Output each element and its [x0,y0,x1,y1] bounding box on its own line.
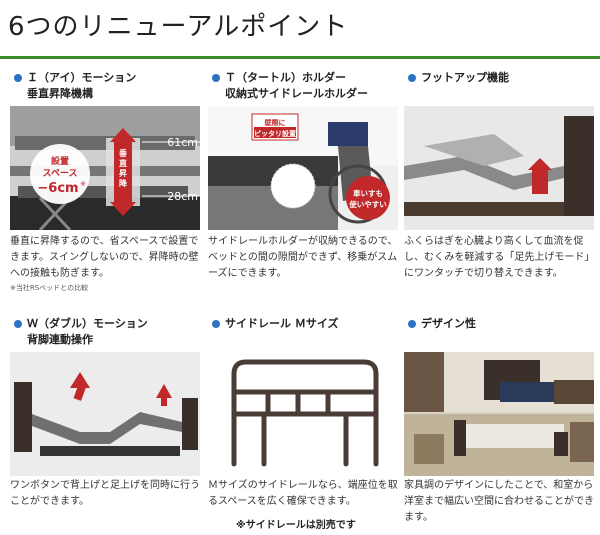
bullet-icon [212,74,220,82]
feature-description: ふくらはぎを心臓より高くして血流を促し、むくみを軽減する「足先上げモード」にワン… [404,236,590,279]
arrow-label-2: 直 [119,158,127,168]
space-label-1: 設置 [51,155,69,167]
feature-card-design: デザイン性 [404,316,594,332]
feature-card-w-motion: Ｗ（ダブル）モーション 背脚連動操作 [10,316,200,348]
feature-heading: フットアップ機能 [404,70,594,86]
space-value-mark: ※ [80,180,86,188]
footer-note: ※サイドレールは別売です [236,520,356,531]
photo-foot-up [404,106,594,230]
page-title: 6つのリニューアルポイント [8,12,349,42]
feature-title: サイドレール Ｍサイズ [225,317,339,330]
arrow-label-1: 垂 [119,148,127,158]
vertical-lift-illustration: 垂 直 昇 降 61cm 28cm 設置 スペース −6cm ※ [10,106,200,230]
feature-heading: デザイン性 [404,316,594,332]
photo-w-motion [10,352,200,476]
photo-side-rail-m [208,352,398,476]
bullet-icon [14,320,22,328]
feature-description: Ｍサイズのサイドレールなら、端座位を取るスペースを広く確保できます。 [208,480,398,507]
bullet-icon [408,320,416,328]
feature-footnote: ※当社RSベッドとの比較 [10,284,89,292]
photo-side-rail-holder: 壁際に ピッタリ設置 車いすも 使いやすい [208,106,398,230]
feature-heading: Ｔ（タートル）ホルダー 収納式サイドレールホルダー [208,70,398,102]
feature-title: Ｉ（アイ）モーション [27,71,137,84]
arrow-label-3: 昇 [119,168,127,178]
design-room-illustration [404,352,594,476]
feature-heading: サイドレール Ｍサイズ [208,316,398,332]
side-rail-illustration [208,352,398,476]
circle-label-1: 車いすも [353,188,383,198]
circle-label-2: 使いやすい [348,199,387,209]
bullet-icon [408,74,416,82]
height-top-label: 61cm [167,136,198,149]
title-divider [0,56,600,59]
feature-card-side-rail: サイドレール Ｍサイズ [208,316,398,332]
feature-card-foot-up: フットアップ機能 [404,70,594,86]
photo-design [404,352,594,476]
feature-title: フットアップ機能 [421,71,509,84]
feature-card-t-holder: Ｔ（タートル）ホルダー 収納式サイドレールホルダー [208,70,398,102]
arrow-label-4: 降 [119,178,128,188]
holder-illustration: 壁際に ピッタリ設置 車いすも 使いやすい [208,106,398,230]
feature-title: Ｔ（タートル）ホルダー [225,71,346,84]
feature-subtitle: 垂直昇降機構 [27,87,93,100]
feature-description: 家具調のデザインにしたことで、和室から洋室まで幅広い空間に合わせることができます… [404,480,594,523]
foot-up-illustration [404,106,594,230]
feature-description: ワンボタンで背上げと足上げを同時に行うことができます。 [10,480,200,507]
bullet-icon [14,74,22,82]
feature-description: 垂直に昇降するので、省スペースで設置できます。スイングしないので、昇降時の壁への… [10,236,199,279]
feature-description: サイドレールホルダーが収納できるので、ベッドとの間の隙間ができず、移乗がスムーズ… [208,236,398,279]
bullet-icon [212,320,220,328]
feature-title: Ｗ（ダブル）モーション [27,317,148,330]
height-bottom-label: 28cm [167,190,198,203]
w-motion-illustration [10,352,200,476]
feature-heading: Ｗ（ダブル）モーション 背脚連動操作 [10,316,200,348]
space-label-2: スペース [43,168,78,179]
space-value: −6cm [37,181,78,196]
feature-title: デザイン性 [421,317,476,330]
feature-heading: Ｉ（アイ）モーション 垂直昇降機構 [10,70,200,102]
feature-subtitle: 背脚連動操作 [27,333,93,346]
badge-label-1: 壁際に [265,118,286,127]
photo-vertical-lift: 垂 直 昇 降 61cm 28cm 設置 スペース −6cm ※ [10,106,200,230]
feature-subtitle: 収納式サイドレールホルダー [225,87,368,100]
badge-label-2: ピッタリ設置 [254,129,296,138]
feature-card-i-motion: Ｉ（アイ）モーション 垂直昇降機構 [10,70,200,102]
